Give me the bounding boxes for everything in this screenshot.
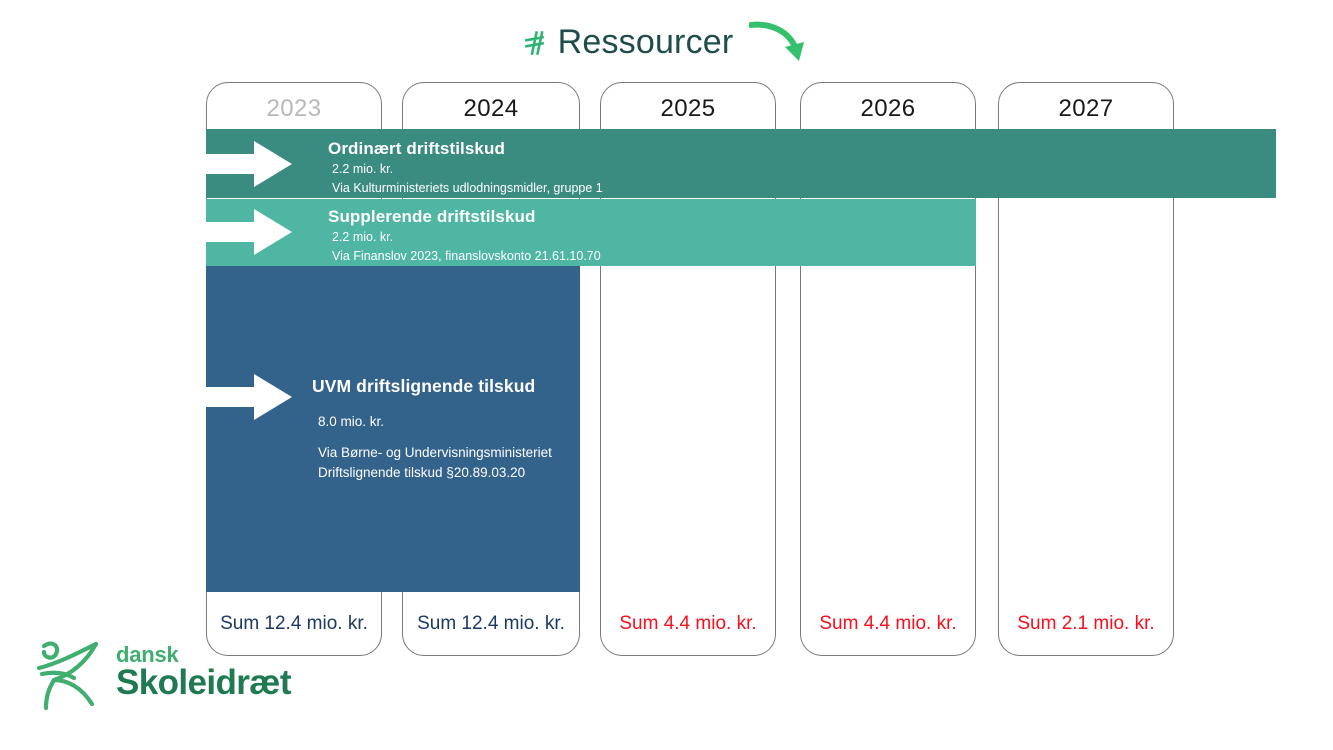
year-column-2026[interactable] (800, 82, 976, 656)
funding-band-title: Ordinært driftstilskud (328, 139, 505, 158)
curved-down-arrow-icon (748, 19, 811, 65)
right-arrow-icon (206, 141, 292, 192)
funding-band-amount: 2.2 mio. kr. (332, 162, 394, 176)
funding-band-note: Via Kulturministeriets udlodningsmidler,… (332, 181, 603, 195)
funding-band-note: Via Børne- og Undervisningsministeriet (318, 445, 552, 460)
funding-band-note: Via Finanslov 2023, finanslovskonto 21.6… (332, 249, 601, 263)
funding-band-text: Ordinært driftstilskud 2.2 mio. kr. Via … (328, 139, 603, 195)
column-sum-2026: Sum 4.4 mio. kr. (819, 613, 957, 634)
column-sum-2023: Sum 12.4 mio. kr. (220, 613, 368, 634)
running-figure-icon (34, 638, 108, 712)
funding-band-note-secondary: Driftslignende tilskud §20.89.03.20 (318, 465, 526, 480)
funding-band-text: UVM driftslignende tilskud 8.0 mio. kr. … (312, 376, 552, 480)
year-label-2027: 2027 (1058, 95, 1114, 122)
funding-band-title: Supplerende driftstilskud (328, 207, 536, 226)
column-sum-2024: Sum 12.4 mio. kr. (417, 613, 565, 634)
brand-logo: dansk Skoleidræt (34, 638, 314, 712)
funding-band-title: UVM driftslignende tilskud (312, 376, 536, 396)
plant-sprout-icon (522, 27, 548, 57)
column-sum-2027: Sum 2.1 mio. kr. (1017, 613, 1155, 634)
funding-band-ordinaert-driftstilskud[interactable]: Ordinært driftstilskud 2.2 mio. kr. Via … (206, 129, 1276, 198)
year-label-2024: 2024 (463, 95, 519, 122)
year-label-2023: 2023 (266, 95, 322, 122)
page-title: Ressourcer (557, 23, 734, 61)
page-title-row: Ressourcer (0, 14, 1333, 70)
funding-band-amount: 2.2 mio. kr. (332, 230, 394, 244)
funding-band-uvm-driftslignende-tilskud[interactable]: UVM driftslignende tilskud 8.0 mio. kr. … (206, 266, 580, 592)
funding-band-supplerende-driftstilskud[interactable]: Supplerende driftstilskud 2.2 mio. kr. V… (206, 199, 976, 266)
year-label-2025: 2025 (660, 95, 716, 122)
year-label-2026: 2026 (860, 95, 916, 122)
funding-band-amount: 8.0 mio. kr. (318, 414, 385, 429)
right-arrow-icon (206, 209, 292, 260)
logo-main-word: Skoleidræt (116, 663, 291, 702)
right-arrow-icon (206, 374, 292, 425)
column-sum-2025: Sum 4.4 mio. kr. (619, 613, 757, 634)
year-column-2025[interactable] (600, 82, 776, 656)
year-column-2027[interactable] (998, 82, 1174, 656)
funding-band-text: Supplerende driftstilskud 2.2 mio. kr. V… (328, 207, 601, 263)
logo-top-word: dansk (116, 642, 179, 667)
